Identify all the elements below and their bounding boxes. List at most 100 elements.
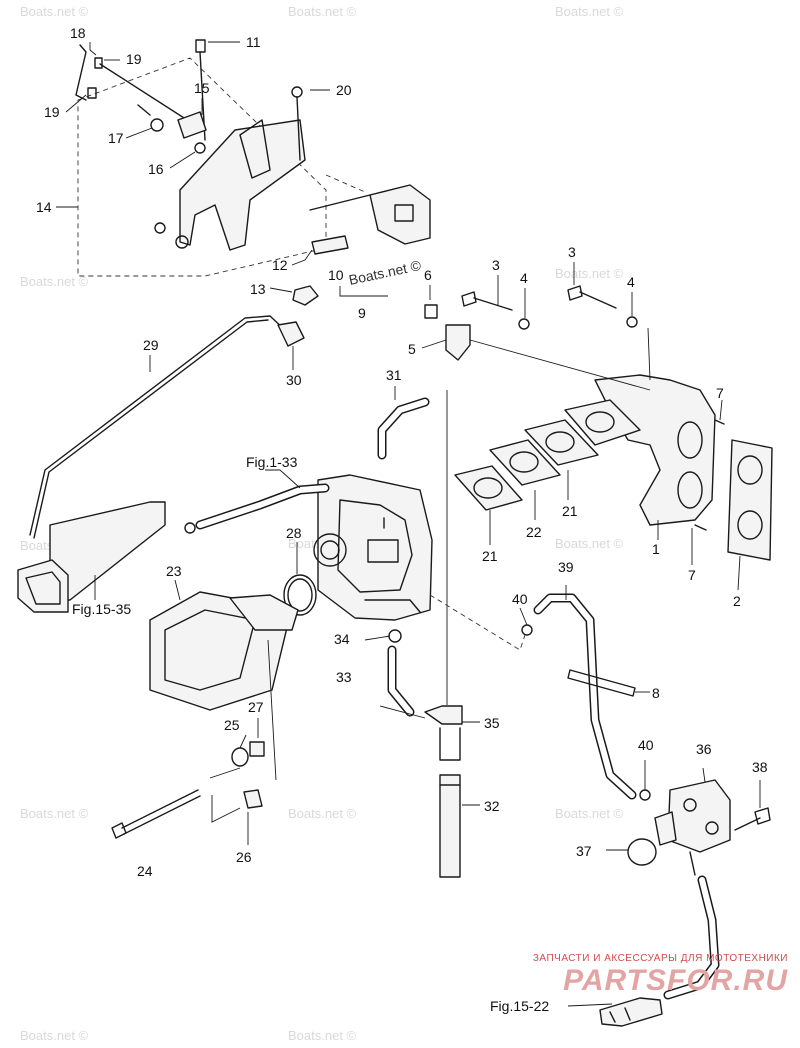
spacer-plate	[489, 439, 561, 486]
fuel-pump-group	[606, 767, 771, 876]
fuel-connector	[624, 1007, 631, 1021]
leader-line	[269, 287, 293, 293]
leader-line	[421, 339, 447, 349]
hose-clamp-bracket	[445, 324, 471, 361]
watermark: Boats.net ©	[20, 806, 89, 821]
manifold-gasket	[727, 439, 773, 561]
grommet-part	[243, 789, 263, 809]
leader-lines	[56, 41, 388, 297]
hose-clip	[388, 629, 402, 643]
gasket-hole	[737, 455, 763, 485]
callout-21: 21	[562, 503, 578, 519]
hose-joint	[424, 705, 463, 725]
figure-ref-15-35: Fig.15-35	[72, 601, 131, 617]
gasket-hole	[509, 451, 539, 473]
gasket-hole	[737, 510, 763, 540]
bolt-part	[754, 807, 771, 825]
leader-line	[65, 94, 87, 113]
callout-19: 19	[126, 51, 142, 67]
callout-30: 30	[286, 372, 302, 388]
fuel-pump-hose	[533, 593, 637, 800]
stud-part	[694, 524, 707, 531]
callout-7: 7	[716, 385, 724, 401]
callout-4: 4	[520, 270, 528, 286]
washer-part	[231, 747, 249, 767]
throttle-bracket-group	[75, 39, 431, 306]
watermark: Boats.net ©	[20, 1028, 89, 1043]
washer-part	[150, 118, 164, 132]
leader-line	[125, 127, 153, 139]
watermark: Boats.net ©	[555, 4, 624, 19]
carburetor-throat	[313, 533, 347, 567]
guide-rod	[567, 669, 636, 697]
silencer-flange	[229, 594, 299, 631]
carburetor-body	[364, 599, 421, 613]
leader-line	[519, 607, 528, 626]
watermark: Boats.net ©	[20, 274, 89, 289]
watermark: Boats.net ©	[555, 806, 624, 821]
fuel-connector-group	[567, 997, 663, 1027]
leader-line	[702, 767, 706, 783]
fuel-pump-outlet	[689, 851, 696, 876]
spring-clip	[75, 44, 87, 101]
fuel-pump	[705, 821, 719, 835]
callout-4: 4	[627, 274, 635, 290]
leader-line	[379, 705, 426, 719]
manifold-port	[585, 411, 615, 433]
gasket-hole	[473, 477, 503, 499]
nut-part	[154, 222, 166, 234]
screw-part	[296, 96, 301, 161]
leader-line	[291, 249, 313, 266]
callout-1: 1	[652, 541, 660, 557]
callout-31: 31	[386, 367, 402, 383]
throttle-bracket	[179, 119, 306, 251]
washer-part	[518, 318, 530, 330]
lever-grip	[17, 559, 69, 613]
intake-silencer	[164, 609, 256, 691]
throttle-rod	[311, 235, 349, 255]
fuel-pump	[667, 779, 731, 853]
fuel-inlet-hose	[665, 877, 718, 998]
callout-3: 3	[492, 257, 500, 273]
breather-hose	[379, 399, 428, 458]
collar-part	[249, 741, 265, 757]
fuel-hoses	[184, 386, 720, 1000]
callout-40: 40	[638, 737, 654, 753]
callout-7: 7	[688, 567, 696, 583]
callout-14: 14	[36, 199, 52, 215]
manifold-flange	[564, 399, 641, 446]
leader-line	[239, 734, 247, 749]
figure-ref-1-33: Fig.1-33	[246, 454, 298, 470]
callout-2: 2	[733, 593, 741, 609]
washer-part	[626, 316, 638, 328]
callout-22: 22	[526, 524, 542, 540]
fuel-hose	[197, 485, 328, 528]
callout-24: 24	[137, 863, 153, 879]
callout-35: 35	[484, 715, 500, 731]
brand-watermark: ЗАПЧАСТИ И АКСЕССУАРЫ ДЛЯ МОТОТЕХНИКИ PA…	[488, 953, 788, 998]
throttle-bracket	[239, 119, 271, 179]
callout-19: 19	[44, 104, 60, 120]
leader-line	[211, 795, 241, 823]
callout-21: 21	[482, 548, 498, 564]
callout-40: 40	[512, 591, 528, 607]
leader-lines	[421, 262, 741, 591]
bracket-assembly-boundary	[325, 174, 366, 193]
callout-17: 17	[108, 130, 124, 146]
callout-6: 6	[424, 267, 432, 283]
rod-joint	[277, 321, 305, 347]
callout-28: 28	[286, 525, 302, 541]
link-plate	[177, 111, 207, 139]
insulator-gasket	[524, 419, 599, 466]
hose-clip	[184, 522, 196, 534]
hose-route	[429, 594, 526, 651]
brand-logo: PARTSFOR.RU	[563, 964, 788, 997]
callout-36: 36	[696, 741, 712, 757]
watermark: Boats.net ©	[555, 536, 624, 551]
brand-tagline: ЗАПЧАСТИ И АКСЕССУАРЫ ДЛЯ МОТОТЕХНИКИ	[532, 953, 788, 964]
stud-part	[714, 419, 725, 425]
manifold-port	[677, 421, 703, 459]
link-rod	[99, 63, 196, 126]
callout-18: 18	[70, 25, 86, 41]
